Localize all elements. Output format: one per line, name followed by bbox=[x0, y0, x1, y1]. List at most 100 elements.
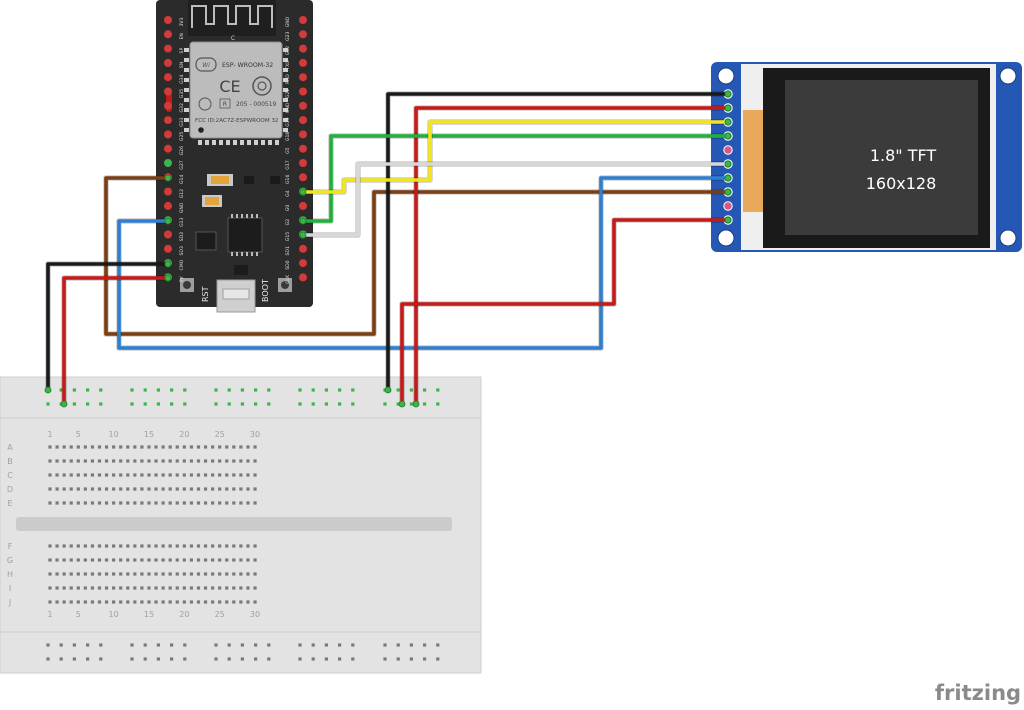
breadboard-hole bbox=[189, 558, 193, 562]
fritzing-logo: fritzing bbox=[935, 681, 1021, 705]
tft-pin bbox=[723, 145, 733, 155]
esp32-pin-label: G22 bbox=[285, 46, 291, 55]
breadboard-hole bbox=[48, 459, 52, 463]
esp32-right-pin bbox=[299, 130, 307, 139]
breadboard-hole bbox=[168, 501, 172, 505]
breadboard-hole bbox=[140, 459, 144, 463]
breadboard-hole bbox=[196, 586, 201, 590]
breadboard-hole bbox=[133, 487, 137, 491]
breadboard-hole bbox=[175, 501, 179, 505]
esp32-pin-label: G0 bbox=[285, 205, 291, 212]
esp32-right-pin bbox=[299, 159, 307, 167]
breadboard-hole bbox=[175, 473, 179, 477]
breadboard-hole bbox=[246, 445, 250, 449]
antenna-trace bbox=[191, 5, 273, 28]
breadboard-hole bbox=[62, 445, 66, 449]
rail-hole bbox=[311, 657, 315, 661]
esp32-pin-label: G5 bbox=[285, 147, 291, 154]
breadboard-hole bbox=[76, 572, 80, 576]
breadboard-hole bbox=[189, 473, 193, 477]
esp32-pin-label: G14 bbox=[179, 175, 185, 184]
rail-hole bbox=[351, 388, 355, 392]
rst-button-cap[interactable] bbox=[183, 281, 191, 289]
rail-hole bbox=[59, 657, 63, 661]
wire-endpoint bbox=[299, 188, 307, 196]
esp32-right-pin bbox=[299, 101, 307, 110]
breadboard-hole bbox=[147, 459, 151, 463]
rail-hole bbox=[46, 643, 50, 647]
breadboard-hole bbox=[119, 445, 123, 449]
breadboard-hole bbox=[69, 544, 73, 548]
tft-label-size: 1.8" TFT bbox=[870, 146, 937, 165]
breadboard-hole bbox=[154, 445, 158, 449]
rail-hole bbox=[409, 643, 413, 647]
jumper-wire bbox=[414, 106, 728, 404]
breadboard-hole bbox=[104, 544, 109, 548]
breadboard-hole bbox=[140, 600, 144, 604]
esp32-pin-label: G12 bbox=[179, 189, 185, 198]
wire-endpoint bbox=[60, 400, 68, 408]
rail-hole bbox=[86, 402, 90, 406]
breadboard-hole bbox=[232, 487, 236, 491]
wire-endpoint bbox=[398, 400, 406, 408]
esp32-pin-label: G2 bbox=[285, 219, 291, 226]
esp32-pin-label: CMD bbox=[179, 259, 185, 270]
jumper-wire bbox=[303, 162, 728, 237]
breadboard-hole bbox=[239, 544, 243, 548]
breadboard-hole bbox=[147, 558, 151, 562]
row-letter: D bbox=[7, 485, 13, 494]
breadboard-hole bbox=[211, 501, 215, 505]
rail-hole bbox=[311, 388, 315, 392]
breadboard-hole bbox=[147, 586, 151, 590]
breadboard-hole bbox=[90, 544, 95, 548]
breadboard-hole bbox=[218, 544, 222, 548]
breadboard-hole bbox=[182, 473, 186, 477]
breadboard-hole bbox=[112, 473, 116, 477]
breadboard-hole bbox=[182, 544, 186, 548]
esp32-right-pin bbox=[299, 116, 307, 125]
breadboard-hole bbox=[97, 445, 102, 449]
breadboard-hole bbox=[62, 600, 66, 604]
mic-logo-icon bbox=[198, 97, 212, 111]
breadboard-hole bbox=[126, 558, 130, 562]
breadboard-hole bbox=[182, 558, 186, 562]
breadboard-hole bbox=[175, 459, 179, 463]
esp32-left-pin bbox=[164, 244, 172, 253]
breadboard-hole bbox=[218, 501, 222, 505]
breadboard-hole bbox=[112, 445, 116, 449]
esp32-left-pin bbox=[164, 30, 172, 39]
module-pad bbox=[283, 88, 288, 92]
breadboard-hole bbox=[239, 487, 243, 491]
rail-hole bbox=[72, 402, 76, 406]
rail-hole bbox=[59, 388, 63, 392]
rail-hole bbox=[298, 643, 302, 647]
esp32-pin-label: G13 bbox=[179, 217, 185, 226]
esp32-pin-label: EN bbox=[179, 33, 185, 39]
module-pad bbox=[247, 140, 251, 145]
flex-cable bbox=[743, 110, 763, 212]
breadboard-hole bbox=[147, 572, 151, 576]
jumper-wire bbox=[400, 218, 728, 404]
breadboard-hole bbox=[104, 600, 109, 604]
tft-label-resolution: 160x128 bbox=[866, 174, 937, 193]
wire-endpoint bbox=[724, 160, 732, 168]
rail-hole bbox=[338, 402, 342, 406]
breadboard-hole bbox=[168, 572, 172, 576]
esp32-pin-label: SP bbox=[179, 48, 185, 54]
breadboard-hole bbox=[48, 572, 52, 576]
breadboard-hole bbox=[182, 487, 186, 491]
boot-button-cap[interactable] bbox=[281, 281, 289, 289]
chip-leg bbox=[241, 252, 243, 256]
esp32-pin-label: GND bbox=[179, 202, 185, 213]
breadboard-hole bbox=[76, 459, 80, 463]
esp32-pin-label: G34 bbox=[179, 74, 185, 83]
rail-hole bbox=[423, 402, 427, 406]
rail-hole bbox=[72, 643, 76, 647]
breadboard-hole bbox=[83, 445, 87, 449]
breadboard-hole bbox=[112, 501, 116, 505]
row-letter: I bbox=[9, 584, 11, 593]
breadboard-hole bbox=[119, 501, 123, 505]
breadboard-hole bbox=[119, 558, 123, 562]
breadboard-hole bbox=[175, 572, 179, 576]
